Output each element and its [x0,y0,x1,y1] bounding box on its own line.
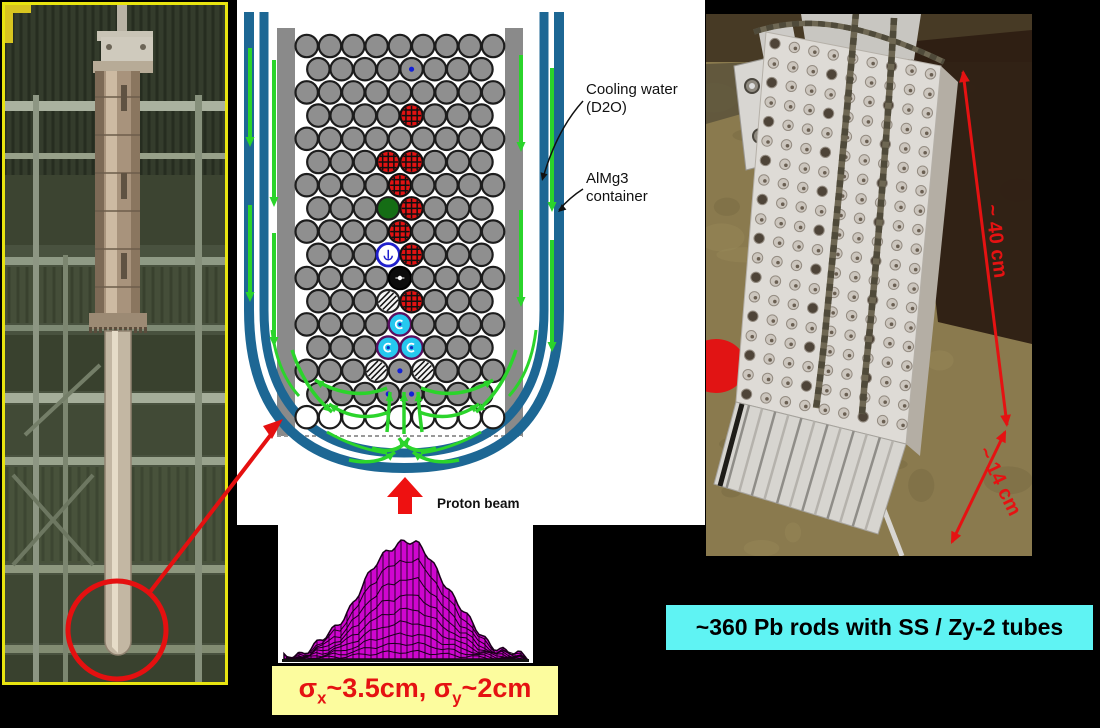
beam-profile-plot [278,521,533,663]
beam-profile-canvas [282,539,529,662]
container-label: AlMg3 container [586,170,648,205]
pb-rod-container-scene: ~ 40 cm ~ 14 cm [706,14,1032,556]
container-label-line1: AlMg3 [586,170,629,187]
target-container-diagram: Cooling water (D2O) AlMg3 container Prot… [237,0,705,525]
cooling-water-label-line1: Cooling water [586,81,678,98]
cooling-water-label-line2: (D2O) [586,99,627,116]
pb-rods-banner-text: ~360 Pb rods with SS / Zy-2 tubes [695,614,1064,640]
pb-rods-banner: ~360 Pb rods with SS / Zy-2 tubes [666,605,1093,650]
target-rod-photo-scene [5,5,225,682]
target-rod-photo [2,2,228,685]
cooling-water-label: Cooling water (D2O) [586,81,678,116]
pb-rod-container-photo: ~ 40 cm ~ 14 cm [706,14,1032,556]
proton-beam-label: Proton beam [437,496,520,511]
pb-rod-container-generated [706,14,1032,556]
beam-sigma-caption: σx~3.5cm, σy~2cm [272,666,558,715]
container-label-line2: container [586,188,648,205]
diagram-canvas: Cooling water (D2O) AlMg3 container Prot… [244,12,678,514]
beam-sigma-caption-text: σx~3.5cm, σy~2cm [298,672,532,708]
diagram-generated [244,12,584,514]
